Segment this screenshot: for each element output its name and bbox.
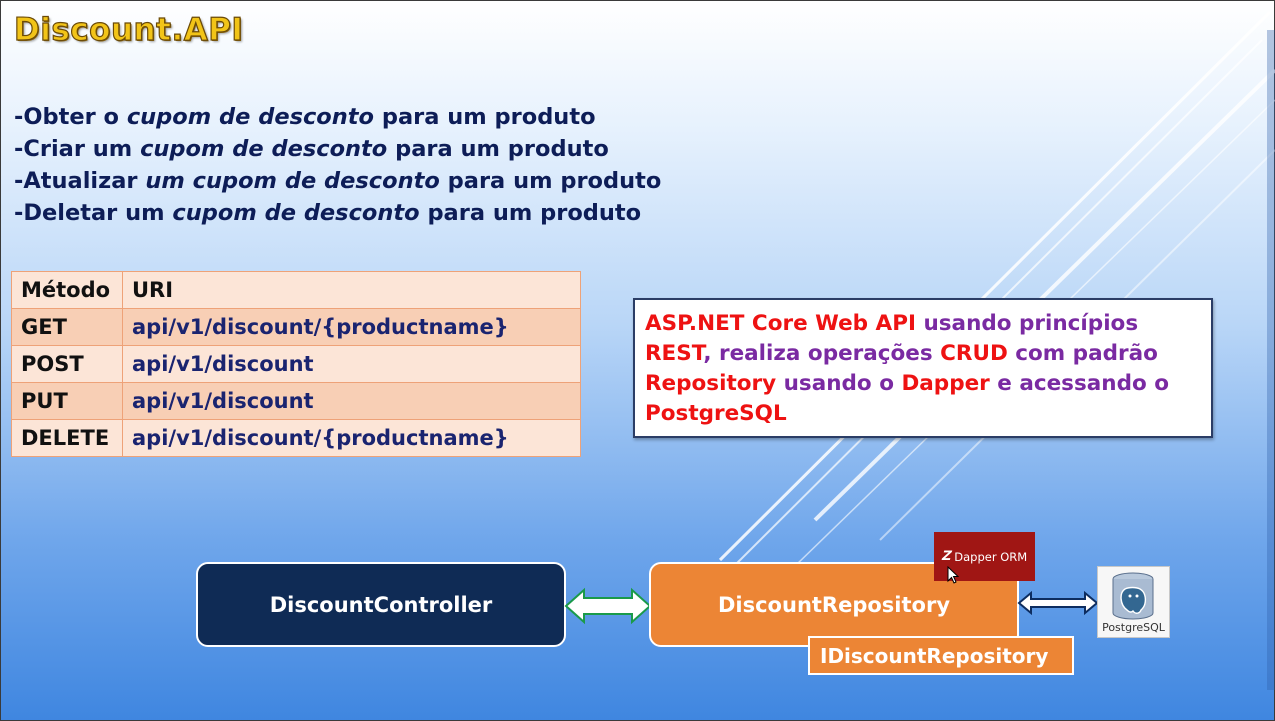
method-cell: GET [11, 308, 123, 346]
highlight-text: CRUD [940, 341, 1008, 366]
feature-item: -Obter o cupom de desconto para um produ… [14, 104, 596, 130]
uri-cell: api/v1/discount [122, 345, 581, 383]
endpoints-table: Método URI GET api/v1/discount/{productn… [11, 271, 581, 457]
feature-item: -Criar um cupom de desconto para um prod… [14, 136, 609, 162]
postgresql-label: PostgreSQL [1102, 621, 1165, 634]
postgresql-logo: PostgreSQL [1097, 566, 1170, 638]
interface-box: IDiscountRepository [808, 636, 1074, 675]
method-cell: PUT [11, 382, 123, 420]
column-header-method: Método [11, 271, 123, 309]
controller-label: DiscountController [269, 592, 493, 617]
page-title: Discount.API [13, 11, 244, 48]
uri-cell: api/v1/discount/{productname} [122, 308, 581, 346]
table-row: GET api/v1/discount/{productname} [11, 308, 581, 346]
highlight-text: ASP.NET Core Web API [645, 311, 916, 336]
table-row: POST api/v1/discount [11, 345, 581, 383]
database-icon [1112, 572, 1154, 620]
description-text: usando o [776, 371, 902, 396]
feature-item: -Atualizar um cupom de desconto para um … [14, 168, 662, 194]
description-box: ASP.NET Core Web API usando princípios R… [633, 298, 1213, 438]
column-header-uri: URI [122, 271, 581, 309]
interface-label: IDiscountRepository [820, 643, 1049, 668]
highlight-text: PostgreSQL [645, 401, 787, 426]
repository-label: DiscountRepository [717, 592, 951, 617]
method-cell: DELETE [11, 419, 123, 457]
method-cell: POST [11, 345, 123, 383]
description-text: , realiza operações [703, 341, 941, 366]
table-row: DELETE api/v1/discount/{productname} [11, 419, 581, 457]
dapper-icon: Z [939, 549, 954, 564]
feature-item: -Deletar um cupom de desconto para um pr… [14, 200, 642, 226]
highlight-text: REST [645, 341, 704, 366]
description-text: com padrão [1007, 341, 1158, 366]
uri-cell: api/v1/discount/{productname} [122, 419, 581, 457]
description-text: e acessando o [989, 371, 1169, 396]
controller-repository-arrow [564, 587, 652, 625]
description-text: usando princípios [915, 311, 1139, 336]
table-row: PUT api/v1/discount [11, 382, 581, 420]
controller-box: DiscountController [196, 562, 566, 647]
dapper-label: Dapper ORM [954, 549, 1028, 564]
repository-database-arrow [1017, 591, 1099, 615]
uri-cell: api/v1/discount [122, 382, 581, 420]
table-header-row: Método URI [11, 271, 581, 309]
highlight-text: Dapper [901, 371, 990, 396]
mouse-cursor-icon [947, 566, 959, 584]
highlight-text: Repository [645, 371, 777, 396]
feature-list: -Obter o cupom de desconto para um produ… [14, 101, 661, 229]
